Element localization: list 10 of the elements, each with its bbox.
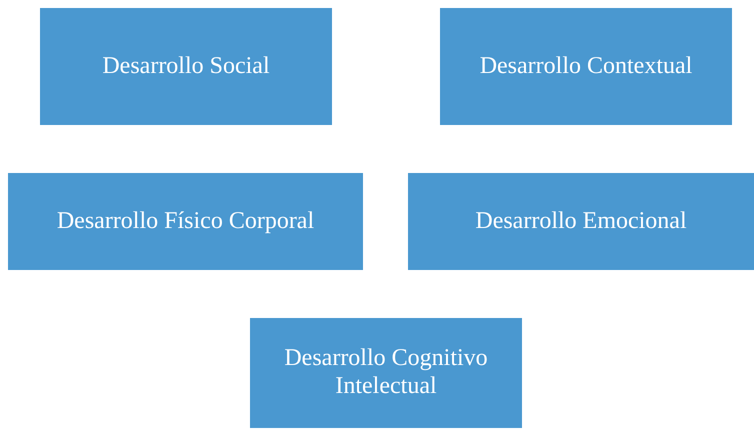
topic-box <box>40 8 332 125</box>
topic-label: Desarrollo Físico Corporal <box>56 208 314 236</box>
topic-box <box>440 8 732 125</box>
topic-label: Desarrollo Contextual <box>480 52 692 80</box>
topic-box <box>250 318 522 428</box>
topic-label: Desarrollo Emocional <box>475 208 687 236</box>
topic-label: Desarrollo Social <box>102 52 270 80</box>
topic-box <box>408 173 754 270</box>
topic-label: Desarrollo Cognitivo Intelectual <box>283 345 489 401</box>
topic-box <box>8 173 363 270</box>
